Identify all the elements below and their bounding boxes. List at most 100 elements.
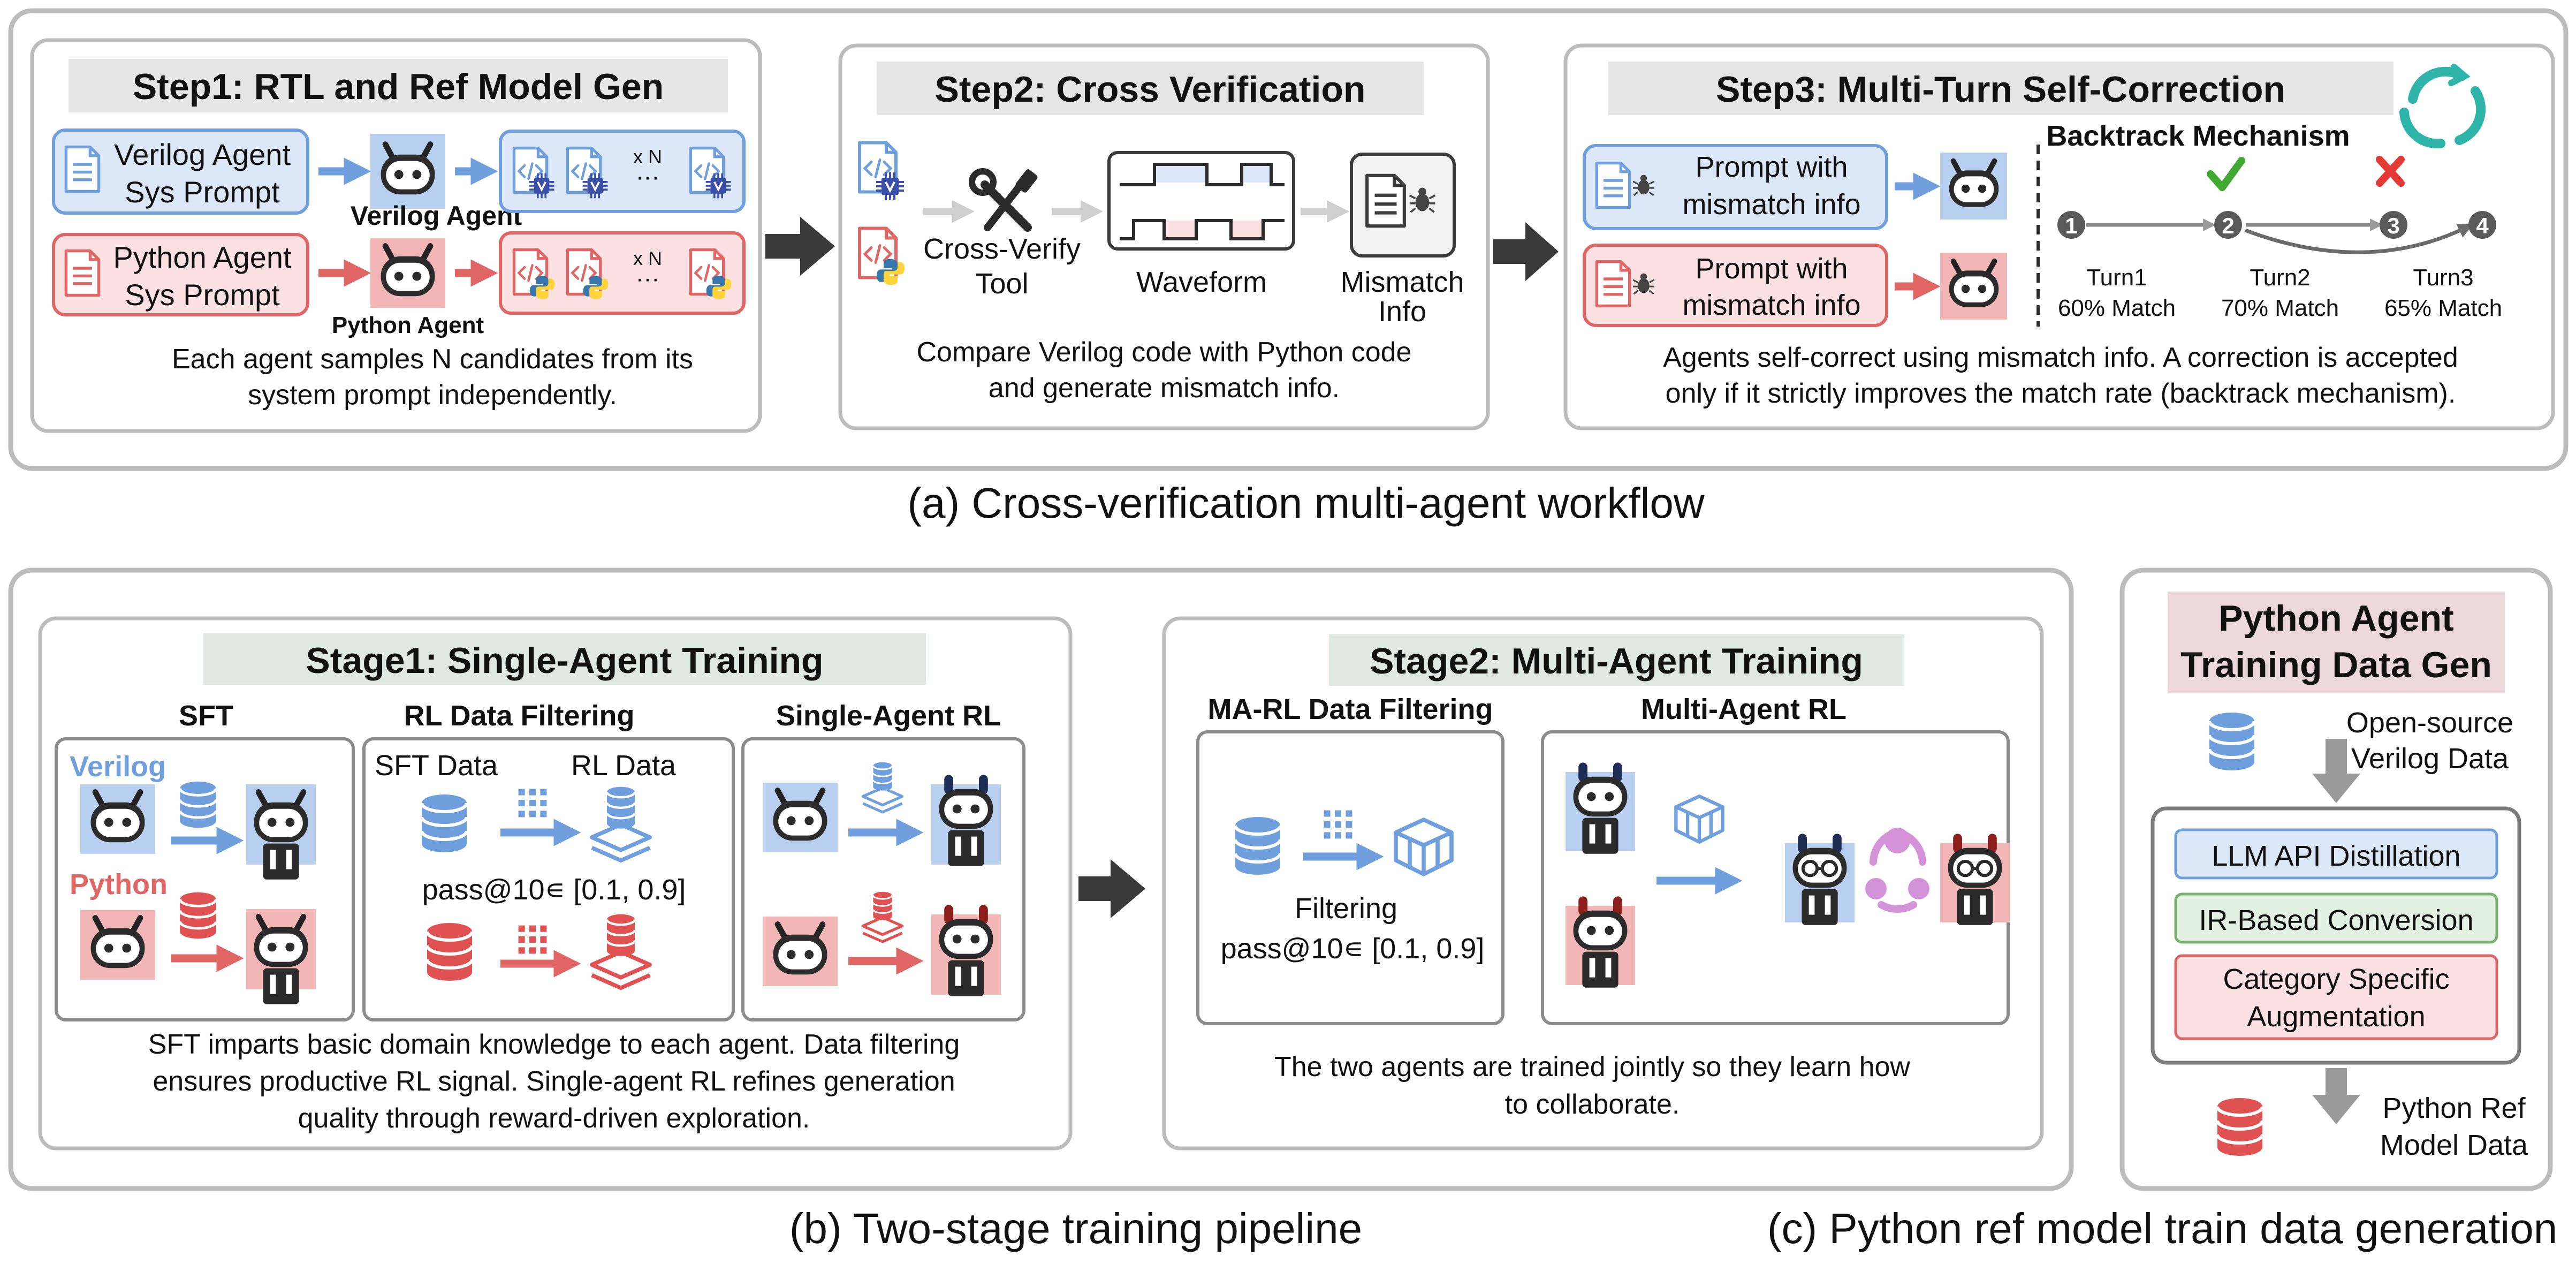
flow-arrow-a2 — [1493, 222, 1559, 281]
node-1: 1 — [2065, 213, 2077, 238]
rl-data-label: RL Data — [571, 750, 677, 782]
turn1-name: Turn1 — [2086, 264, 2147, 291]
turn2-name: Turn2 — [2250, 264, 2310, 291]
database-icon — [427, 923, 472, 981]
marl-filter-label: Filtering — [1295, 892, 1397, 925]
database-icon — [1235, 817, 1280, 875]
stage1-desc-line3: quality through reward-driven exploratio… — [298, 1103, 810, 1134]
marl-filter-title: MA-RL Data Filtering — [1207, 693, 1493, 725]
source-line2: Verilog Data — [2351, 743, 2509, 775]
caption-b: (b) Two-stage training pipeline — [789, 1205, 1362, 1252]
stage1-title-bg — [203, 633, 926, 685]
tool-label-line2: Tool — [975, 268, 1028, 300]
document-icon — [1597, 163, 1629, 208]
stage1-desc-line1: SFT imparts basic domain knowledge to ea… — [148, 1029, 960, 1060]
backtrack-nodes — [2057, 211, 2496, 239]
rl-filter-title: RL Data Filtering — [404, 700, 634, 732]
python-candidates-box — [499, 231, 746, 315]
times-n-label: x N — [633, 247, 662, 269]
python-sys-prompt-line2: Sys Prompt — [125, 278, 280, 312]
single-rl-title: Single-Agent RL — [776, 700, 1001, 732]
marl-title: Multi-Agent RL — [1641, 693, 1846, 725]
tool-label-line1: Cross-Verify — [923, 233, 1081, 265]
caption-a: (a) Cross-verification multi-agent workf… — [907, 479, 1705, 527]
backtrack-curve — [2244, 224, 2473, 254]
sft-verilog-label: Verilog — [70, 751, 166, 783]
stage2-desc-line1: The two agents are trained jointly so th… — [1274, 1051, 1910, 1083]
llm-distillation-label: LLM API Distillation — [2212, 840, 2460, 872]
stage1-desc-line2: ensures productive RL signal. Single-age… — [153, 1066, 955, 1097]
step1-title-bg — [69, 59, 728, 112]
augmentation-line1: Category Specific — [2223, 963, 2449, 995]
wrench-screwdriver-icon — [969, 168, 1038, 232]
step3-desc-line1: Agents self-correct using mismatch info.… — [1663, 342, 2458, 373]
stage2-desc-line2: to collaborate. — [1505, 1089, 1680, 1120]
sft-python-label: Python — [70, 868, 168, 900]
marl-filter-box — [1196, 730, 1504, 1025]
python-mismatch-prompt-line1: Prompt with — [1695, 253, 1848, 285]
step2-desc-line2: and generate mismatch info. — [989, 373, 1340, 404]
turn1-match: 60% Match — [2058, 295, 2176, 321]
step3-title: Step3: Multi-Turn Self-Correction — [1716, 69, 2285, 110]
document-icon — [1367, 176, 1404, 226]
document-icon — [66, 251, 98, 296]
step1-desc-line2: system prompt independently. — [248, 380, 617, 411]
node-3: 3 — [2387, 213, 2399, 238]
python-mismatch-prompt-line2: mismatch info — [1682, 289, 1860, 321]
verilog-mismatch-prompt-line1: Prompt with — [1695, 151, 1848, 183]
mismatch-label-line1: Mismatch — [1340, 266, 1464, 298]
caption-c: (c) Python ref model train data generati… — [1767, 1205, 2557, 1252]
python-mismatch-prompt-box — [1583, 244, 1888, 327]
step2-title-bg — [877, 62, 1424, 115]
node-4: 4 — [2476, 213, 2489, 238]
step2-title: Step2: Cross Verification — [935, 69, 1366, 110]
database-icon — [422, 794, 467, 852]
output-line2: Model Data — [2380, 1129, 2528, 1161]
output-line1: Python Ref — [2382, 1092, 2526, 1124]
rl-filter-criterion: pass@10∊ [0.1, 0.9] — [422, 874, 686, 906]
times-n-label: x N — [633, 146, 662, 168]
matrix-icon — [518, 925, 547, 954]
part-c-title-line2: Training Data Gen — [2180, 645, 2492, 685]
step3-box — [1563, 43, 2555, 430]
verilog-mismatch-prompt-box — [1583, 144, 1888, 230]
matrix-icon — [1324, 810, 1352, 839]
step3-desc-line2: only if it strictly improves the match r… — [1666, 378, 2456, 409]
sft-data-label: SFT Data — [375, 750, 498, 782]
stage1-title: Stage1: Single-Agent Training — [306, 640, 823, 681]
stage2-title: Stage2: Multi-Agent Training — [1370, 641, 1863, 682]
database-icon — [2217, 1098, 2262, 1156]
augmentation-line2: Augmentation — [2247, 1001, 2425, 1033]
backtrack-title: Backtrack Mechanism — [2046, 120, 2350, 152]
llm-distillation-box — [2174, 828, 2498, 880]
document-icon — [66, 147, 98, 192]
collaboration-cycle-icon — [1865, 828, 1929, 913]
flow-arrow-a1 — [765, 217, 835, 276]
ellipsis: ··· — [636, 164, 659, 190]
step2-desc-line1: Compare Verilog code with Python code — [917, 337, 1412, 368]
checkmark-icon — [2207, 157, 2245, 191]
augmentation-box — [2174, 954, 2498, 1040]
matrix-icon — [518, 789, 547, 818]
sft-title: SFT — [179, 700, 233, 732]
source-line1: Open-source — [2346, 707, 2513, 739]
waveform-label: Waveform — [1136, 266, 1267, 298]
mismatch-label-line2: Info — [1378, 296, 1426, 328]
part-c-title-bg — [2168, 592, 2505, 693]
turn2-match: 70% Match — [2221, 295, 2339, 321]
python-sys-prompt-line1: Python Agent — [113, 240, 292, 274]
database-icon — [180, 782, 216, 828]
verilog-sys-prompt-line2: Sys Prompt — [125, 175, 280, 209]
x-mark-icon — [2376, 156, 2405, 187]
step3-title-bg — [1608, 62, 2393, 115]
step1-desc-line1: Each agent samples N candidates from its — [172, 344, 693, 375]
database-icon — [2209, 713, 2254, 770]
down-arrow-1 — [2312, 739, 2360, 803]
database-icon — [180, 892, 216, 938]
verilog-mismatch-prompt-line2: mismatch info — [1682, 188, 1860, 221]
part-c-title-line1: Python Agent — [2218, 598, 2453, 639]
refresh-cycle-icon — [2399, 64, 2486, 149]
node-2: 2 — [2222, 213, 2234, 238]
verilog-agent-label: Verilog Agent — [351, 201, 522, 231]
